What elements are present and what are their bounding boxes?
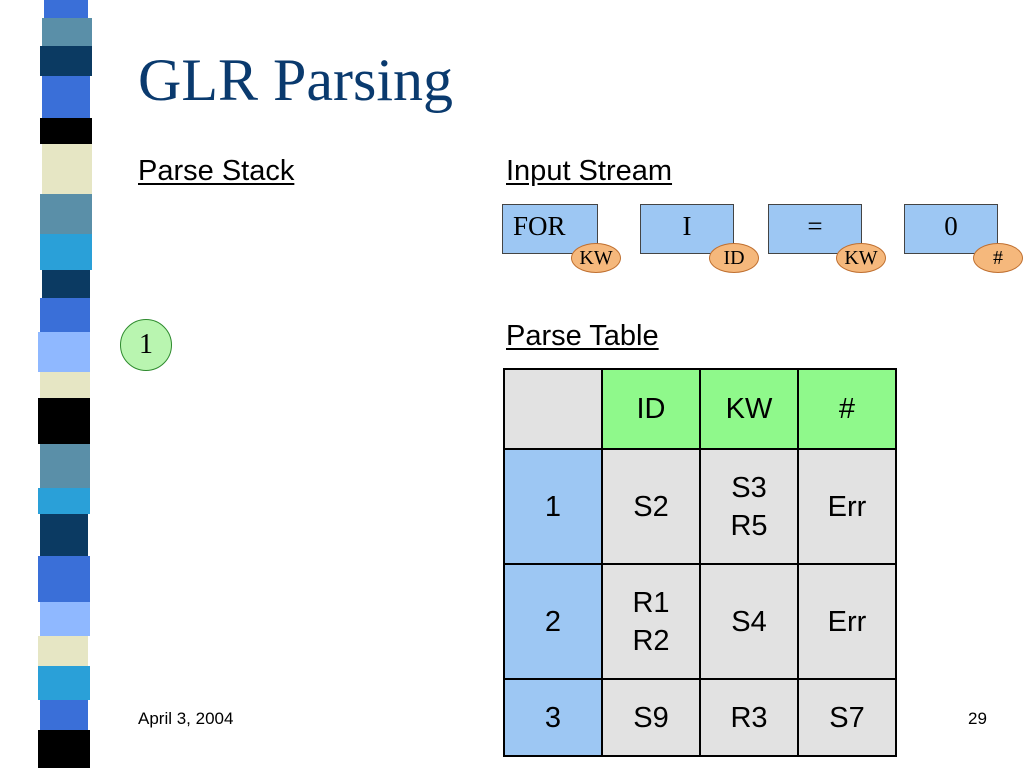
action-entry: S7: [829, 701, 865, 734]
parse-table-corner-cell: [503, 368, 603, 450]
action-entry: S4: [731, 605, 767, 638]
parse-table-action-cell: R1 R2: [601, 563, 701, 680]
parse-table: ID KW # 1 S2 S3 R5 Err 2 R1 R2 S4: [503, 368, 897, 757]
parse-table-state-cell: 3: [503, 678, 603, 757]
parse-table-row: 2 R1 R2 S4 Err: [503, 563, 897, 680]
action-entry: R1: [632, 586, 670, 619]
parse-table-column-header: ID: [601, 368, 701, 450]
parse-table-state-cell: 1: [503, 448, 603, 565]
action-entry: Err: [827, 605, 867, 638]
parse-table-action-cell: Err: [797, 448, 897, 565]
action-entry: S3: [731, 471, 767, 504]
slide-title: GLR Parsing: [138, 47, 453, 113]
action-entry: S9: [633, 701, 669, 734]
parse-table-action-cell: S7: [797, 678, 897, 757]
parse-table-action-cell: S2: [601, 448, 701, 565]
stack-state-node: 1: [120, 319, 172, 371]
token-type-badge-kw: KW: [836, 243, 886, 273]
parse-table-action-cell: R3: [699, 678, 799, 757]
parse-table-column-header: #: [797, 368, 897, 450]
token-type-badge-eof: #: [973, 243, 1023, 273]
parse-table-row: 1 S2 S3 R5 Err: [503, 448, 897, 565]
parse-table-action-cell: Err: [797, 563, 897, 680]
action-entry: R3: [730, 701, 768, 734]
action-entry: R2: [632, 624, 670, 657]
decorative-stripe-band: [38, 0, 92, 768]
input-stream-heading: Input Stream: [506, 155, 673, 187]
parse-stack-heading: Parse Stack: [138, 155, 295, 187]
parse-table-heading: Parse Table: [506, 320, 659, 352]
parse-table-action-cell: S4: [699, 563, 799, 680]
page-number: 29: [968, 709, 987, 728]
footer-date: April 3, 2004: [138, 709, 234, 728]
parse-table-column-header: KW: [699, 368, 799, 450]
action-entry: R5: [730, 509, 768, 542]
action-entry: Err: [827, 490, 867, 523]
parse-table-row: 3 S9 R3 S7: [503, 678, 897, 757]
parse-table-header-row: ID KW #: [503, 368, 897, 450]
token-type-badge-id: ID: [709, 243, 759, 273]
parse-table-action-cell: S3 R5: [699, 448, 799, 565]
action-entry: S2: [633, 490, 669, 523]
parse-table-state-cell: 2: [503, 563, 603, 680]
parse-table-action-cell: S9: [601, 678, 701, 757]
input-token-for: FOR: [502, 204, 598, 254]
token-type-badge-kw: KW: [571, 243, 621, 273]
